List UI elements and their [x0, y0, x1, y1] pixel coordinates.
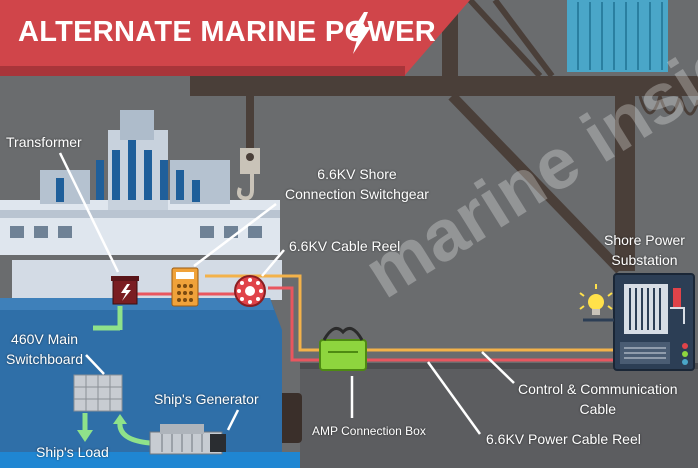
power-flow-arrows: [77, 306, 151, 446]
transformer: [111, 276, 139, 305]
control-cable-label: Control & Communication Cable: [518, 381, 678, 417]
transformer-label: Transformer: [6, 134, 82, 150]
water: [0, 452, 300, 468]
amp-connection-box: [319, 326, 367, 371]
shore-switchgear-label: 6.6KV Shore Connection Switchgear: [285, 166, 429, 202]
ships-generator-label: Ship's Generator: [154, 391, 259, 407]
cable-reel: [234, 275, 266, 307]
main-switchboard-label: 460V Main Switchboard: [6, 331, 84, 367]
leader-lines: [58, 152, 515, 435]
shipping-container: [567, 0, 668, 72]
crane-structure: [190, 0, 698, 274]
power-cable-reel-label: 6.6KV Power Cable Reel: [486, 431, 641, 447]
title-banner: [0, 0, 470, 76]
cable-reel-label: 6.6KV Cable Reel: [289, 238, 401, 254]
amp-box-label: AMP Connection Box: [312, 424, 426, 438]
shore-substation-label: Shore Power Substation: [604, 232, 685, 268]
main-switchboard: [73, 374, 123, 412]
lightning-bolt-icon: [349, 12, 371, 54]
ship-hull: [0, 298, 282, 468]
crane-hook-icon: [237, 148, 260, 201]
title-banner-shade: [0, 66, 405, 76]
ships-load-label: Ship's Load: [36, 444, 109, 460]
dock: [300, 367, 698, 468]
shore-connection-switchgear: [171, 267, 199, 307]
light-bulb-icon: [579, 284, 614, 322]
ships-generator: [149, 424, 226, 455]
shore-power-substation: [613, 273, 695, 371]
